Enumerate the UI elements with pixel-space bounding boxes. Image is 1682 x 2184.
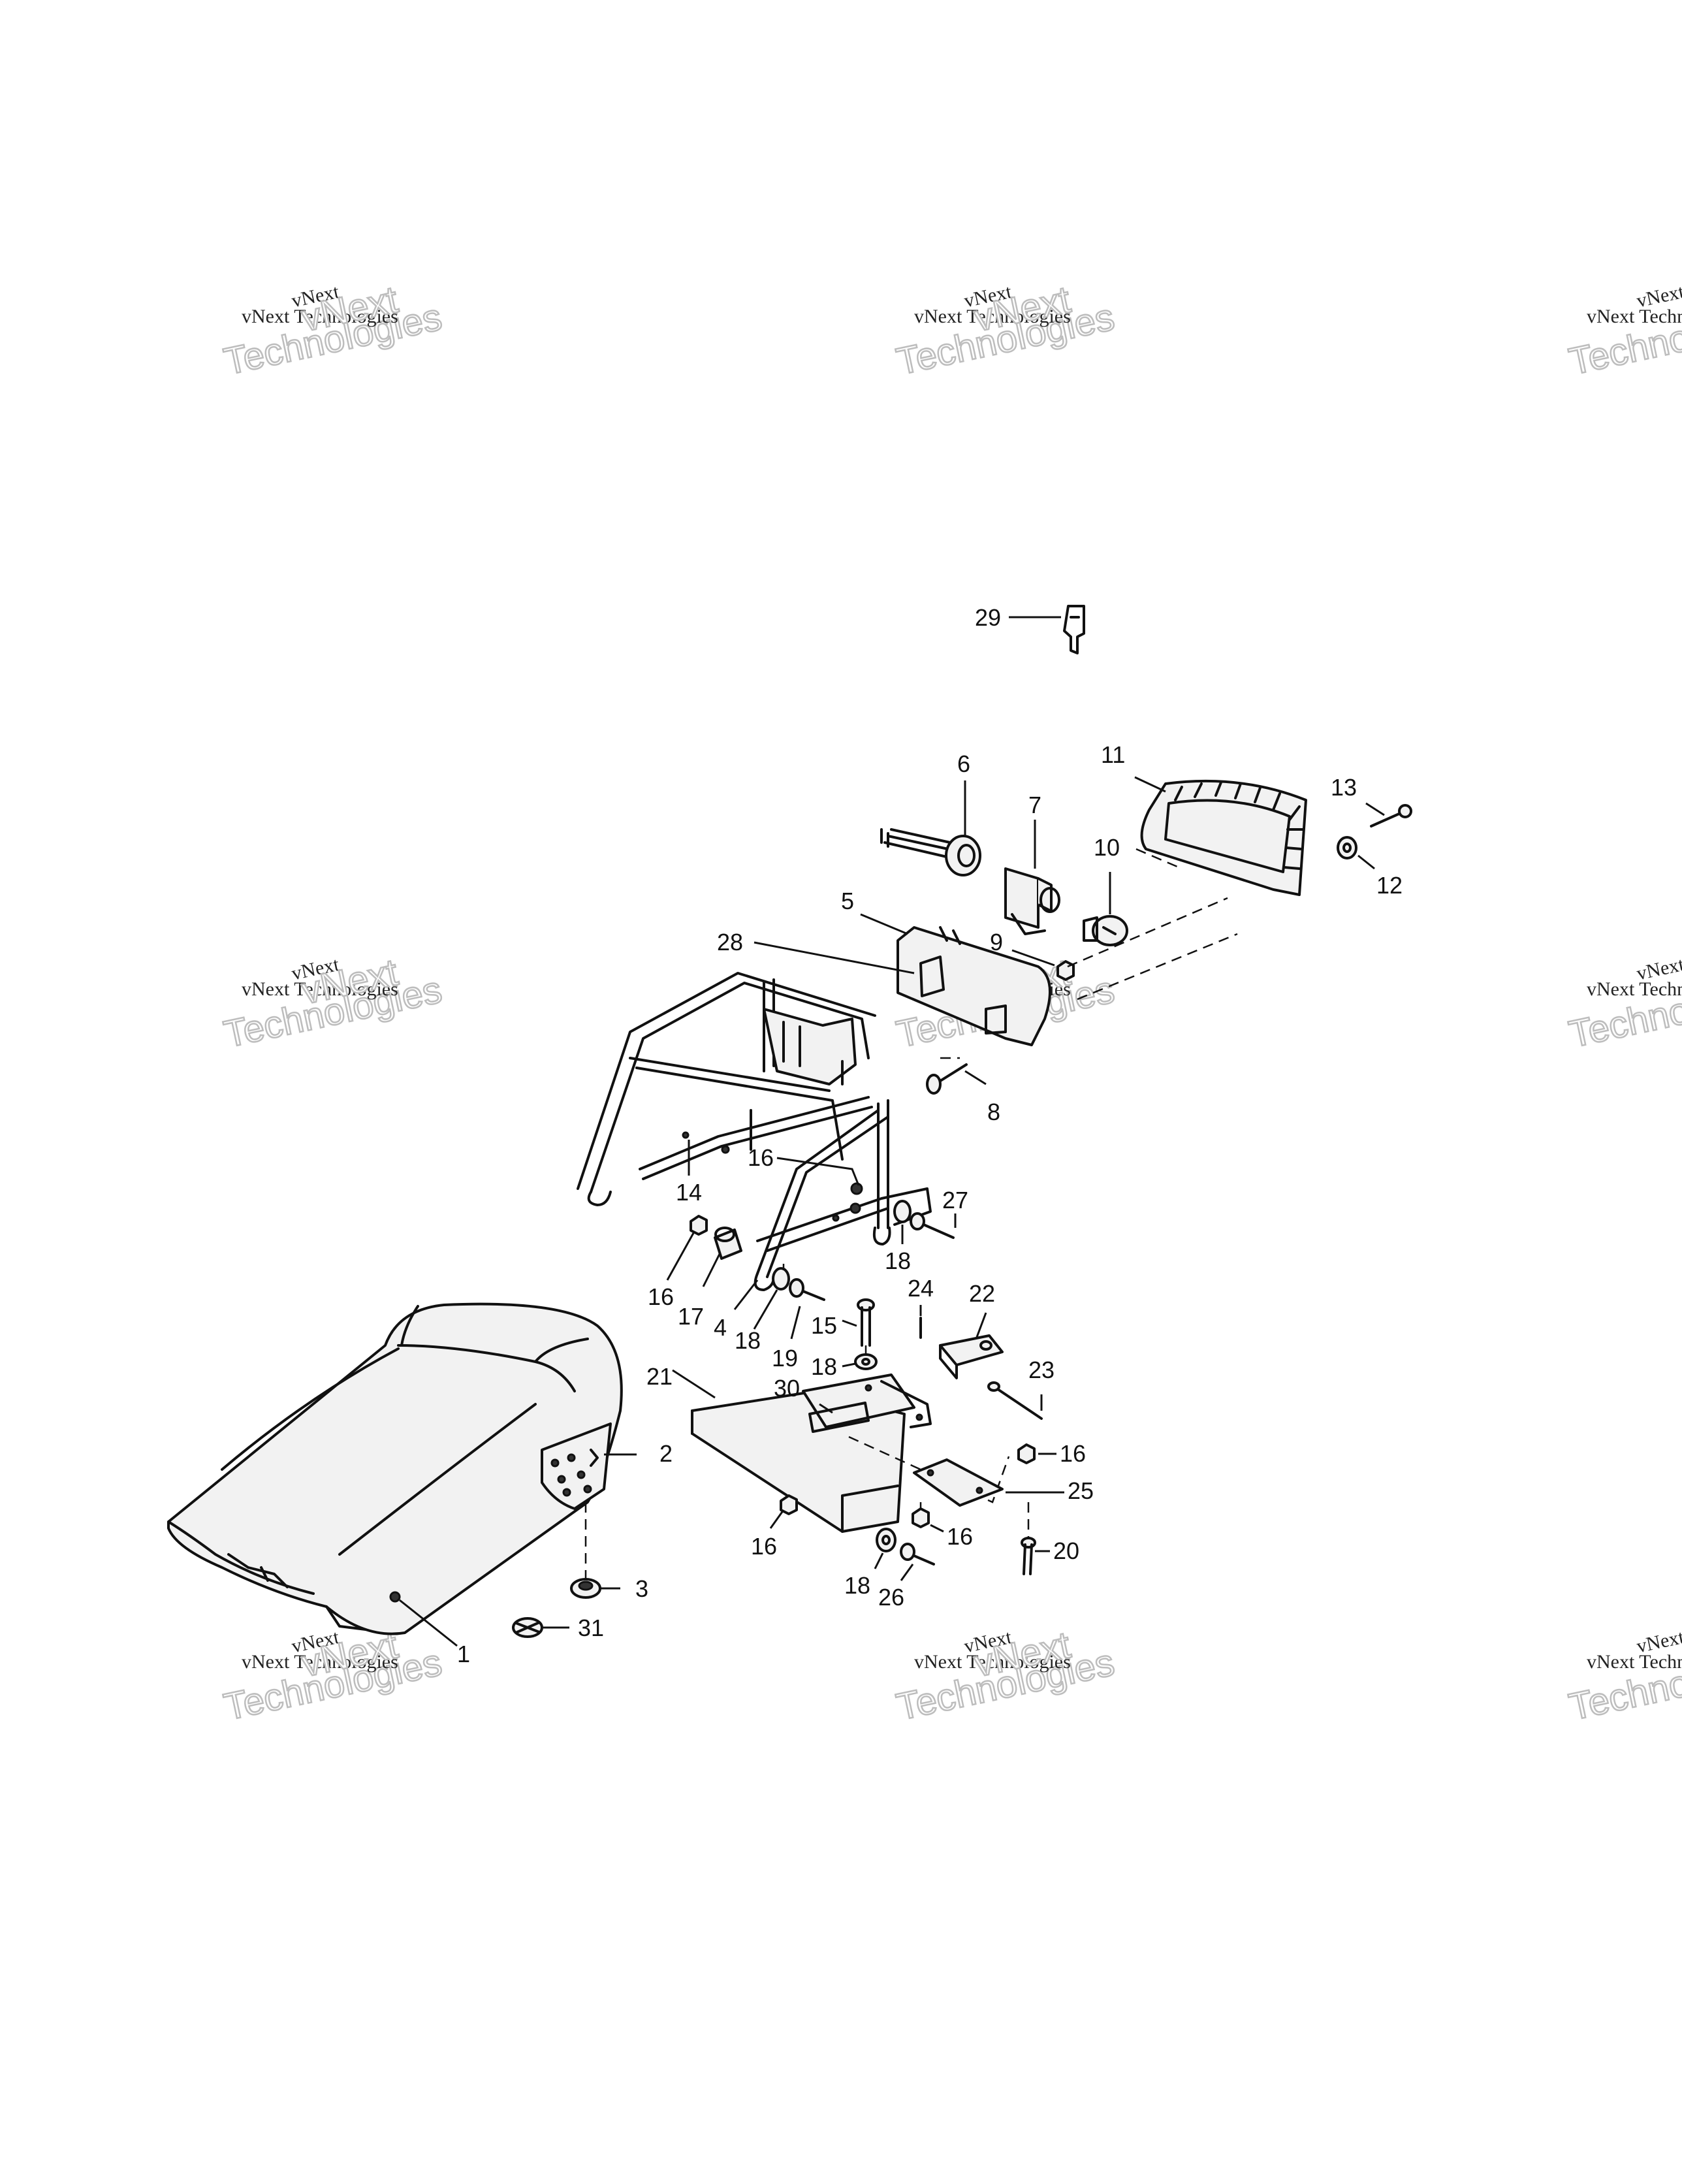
part-20-bolt	[1021, 1537, 1036, 1575]
callout-25: 25	[1068, 1477, 1094, 1504]
callout-16: 16	[648, 1283, 674, 1310]
callout-labels: 29 6 7 11 13 10 12 5 28 9 8 14 16 27 18 …	[457, 604, 1403, 1667]
callout-28: 28	[717, 929, 743, 956]
callout-21: 21	[646, 1363, 673, 1390]
part-18-washer-b	[893, 1200, 912, 1223]
part-16-nut-bottom	[780, 1494, 798, 1515]
lens-ribs	[1174, 781, 1304, 870]
callout-16: 16	[947, 1523, 973, 1550]
callout-1: 1	[457, 1641, 470, 1667]
part-13-screw	[1370, 804, 1412, 827]
part-7-lamp-holder	[1004, 867, 1060, 935]
part-27-bolt	[910, 1212, 955, 1239]
part-22-bracket	[939, 1334, 1004, 1379]
part-18-washer-a	[772, 1267, 790, 1291]
watermark-text-company: vNext Technologies	[914, 306, 1071, 327]
callout-16: 16	[748, 1144, 774, 1171]
part-16-nut-lower	[912, 1507, 930, 1528]
callout-9: 9	[990, 929, 1003, 956]
watermark-top-left: Technologies vNext vNext Technologies vN…	[219, 278, 446, 384]
part-6-socket-harness	[880, 828, 981, 876]
callout-16: 16	[751, 1533, 777, 1560]
callout-23: 23	[1028, 1357, 1055, 1383]
callout-18: 18	[885, 1247, 911, 1274]
part-25-plate	[913, 1458, 1004, 1507]
callout-16: 16	[1060, 1440, 1086, 1467]
part-5-light-housing	[897, 926, 1051, 1046]
leader-lines	[399, 616, 1385, 1647]
part-31-clip-nut	[512, 1617, 543, 1638]
watermark-text-company: vNext Technologies	[1587, 1651, 1682, 1673]
part-29-clip	[1063, 605, 1085, 654]
part-18-washer-d	[876, 1528, 897, 1552]
callout-18: 18	[735, 1327, 761, 1354]
watermark-text-company: vNext Technologies	[242, 1651, 398, 1673]
callout-5: 5	[841, 888, 854, 914]
watermark-top-center: Technologies vNext vNext Technologies vN…	[892, 278, 1119, 384]
watermark-text-company: vNext Technologies	[242, 306, 398, 327]
part-16-nut-left	[690, 1215, 708, 1236]
part-19-bolt	[789, 1278, 825, 1301]
watermark-bottom-right: Technologies vNext vNext Technologies	[1564, 1626, 1682, 1729]
callout-26: 26	[878, 1584, 904, 1611]
callout-13: 13	[1331, 774, 1357, 801]
watermark-text-company: vNext Technologies	[1587, 306, 1682, 327]
callout-17: 17	[678, 1303, 704, 1330]
callout-15: 15	[811, 1312, 837, 1339]
part-8-bolt	[926, 1063, 968, 1095]
part-15-bolt	[857, 1298, 875, 1347]
part-18-washer-c	[854, 1353, 878, 1370]
watermark-text-company: vNext Technologies	[242, 978, 398, 1000]
part-14-rack-frame	[577, 972, 932, 1291]
callout-7: 7	[1028, 792, 1041, 818]
part-16-nut-rack	[850, 1182, 863, 1195]
callout-8: 8	[987, 1099, 1000, 1125]
callout-11: 11	[1101, 741, 1125, 768]
callout-29: 29	[975, 604, 1001, 631]
part-3-grommet	[570, 1578, 601, 1599]
part-21-mount-bracket	[691, 1373, 1010, 1533]
watermark-text-company: vNext Technologies	[1587, 978, 1682, 1000]
callout-19: 19	[772, 1345, 798, 1372]
callout-20: 20	[1053, 1537, 1079, 1564]
callout-4: 4	[714, 1314, 727, 1341]
part-16-nut-mid	[1017, 1443, 1036, 1464]
watermark-text-company: vNext Technologies	[914, 1651, 1071, 1673]
part-17-spacer	[714, 1227, 742, 1260]
watermark-top-right: Technologies vNext vNext Technologies	[1564, 281, 1682, 384]
callout-31: 31	[578, 1614, 604, 1641]
watermark-bottom-center: Technologies vNext vNext Technologies vN…	[892, 1623, 1119, 1729]
callout-18: 18	[844, 1572, 870, 1599]
part-12-washer	[1337, 836, 1357, 859]
callout-14: 14	[676, 1179, 702, 1206]
callout-30: 30	[774, 1375, 800, 1402]
watermark-mid-left: Technologies vNext vNext Technologies vN…	[219, 950, 446, 1057]
part-1-seat	[167, 1302, 623, 1635]
part-26-bolt	[900, 1543, 935, 1566]
callout-24: 24	[908, 1275, 934, 1302]
callout-3: 3	[635, 1575, 648, 1602]
callout-22: 22	[969, 1280, 995, 1307]
watermark-mid-right: Technologies vNext vNext Technologies	[1564, 954, 1682, 1057]
callout-27: 27	[942, 1187, 968, 1213]
part-9-nut	[1056, 960, 1075, 981]
callout-6: 6	[957, 750, 970, 777]
callout-18: 18	[811, 1353, 837, 1380]
callout-2: 2	[659, 1440, 673, 1467]
part-11-tail-lens	[1140, 779, 1307, 896]
callout-10: 10	[1094, 834, 1120, 861]
part-23-pin	[987, 1381, 1043, 1420]
part-10-bulb	[1083, 915, 1128, 946]
callout-12: 12	[1376, 872, 1403, 899]
